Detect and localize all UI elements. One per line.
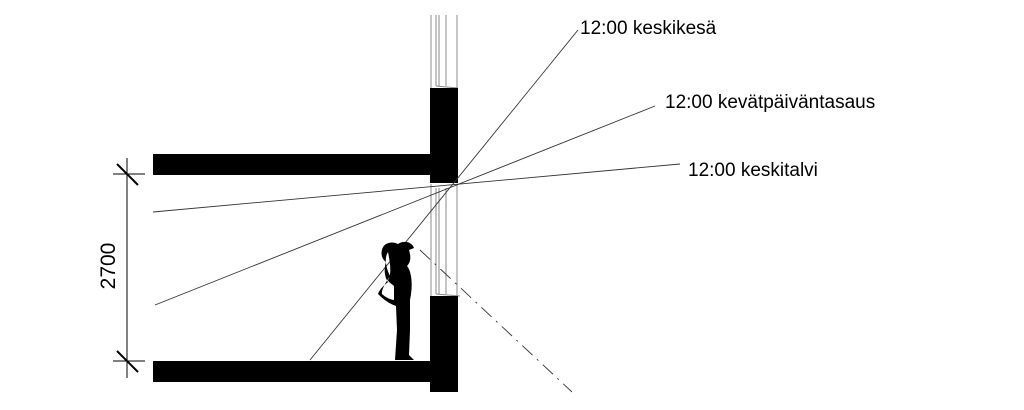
dimension-line [113,158,145,378]
dash-dot-line [419,249,573,393]
ray-summer [309,29,579,361]
ray-winter [152,163,681,213]
upper-wall [430,88,458,183]
lower-window [430,184,461,297]
label-equinox-noon: 12:00 kevätpäiväntasaus [665,92,876,113]
upper-window [430,15,459,89]
label-summer-noon: 12:00 keskikesä [580,18,717,39]
lower-wall [430,296,458,392]
label-winter-noon: 12:00 keskitalvi [688,160,818,181]
dimension-label: 2700 [97,242,120,290]
lower-slab [153,361,433,382]
ray-equinox [154,105,656,306]
person-silhouette-icon [378,241,414,360]
upper-slab [153,154,433,175]
